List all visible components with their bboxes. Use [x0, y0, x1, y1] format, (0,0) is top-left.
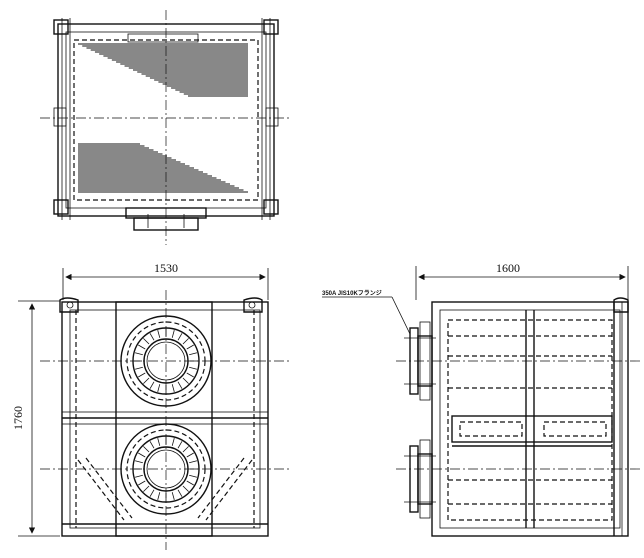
side-lower-nozzle — [404, 439, 436, 519]
tube-bank-lower — [78, 143, 248, 193]
flange-note: 350A JIS10Kフランジ — [322, 290, 382, 297]
top-view — [40, 10, 292, 245]
height-dimension-label: 1760 — [11, 406, 25, 430]
width-dimension-label: 1530 — [154, 261, 178, 275]
tube-bank-upper — [78, 43, 248, 97]
depth-dimension-label: 1600 — [496, 261, 520, 275]
front-view: 1530 1760 — [11, 261, 290, 550]
side-view: 1600 350A JIS10Kフランジ — [322, 261, 640, 537]
